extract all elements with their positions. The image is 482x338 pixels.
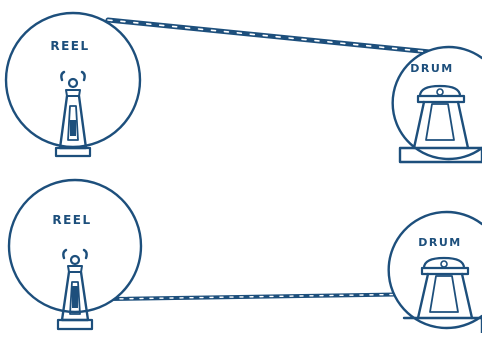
drum-label: DRUM	[410, 62, 453, 75]
reel-disc	[7, 178, 143, 314]
reel-stand	[56, 248, 94, 331]
top-panel: REEL DRUM	[4, 11, 482, 164]
drum-stand	[398, 84, 482, 164]
top-reel: REEL	[4, 11, 142, 158]
drum-disc	[387, 210, 482, 330]
bottom-panel: REEL DRUM	[7, 178, 482, 335]
reel-stand	[54, 70, 92, 158]
bottom-reel: REEL	[7, 178, 143, 331]
top-cable	[105, 17, 433, 55]
bottom-drum: DRUM	[387, 210, 482, 335]
reel-label: REEL	[52, 213, 91, 227]
drum-stand	[402, 256, 482, 335]
top-drum: DRUM	[391, 45, 482, 164]
reel-label: REEL	[50, 39, 89, 53]
drum-label: DRUM	[418, 236, 461, 249]
bottom-cable	[108, 292, 428, 301]
